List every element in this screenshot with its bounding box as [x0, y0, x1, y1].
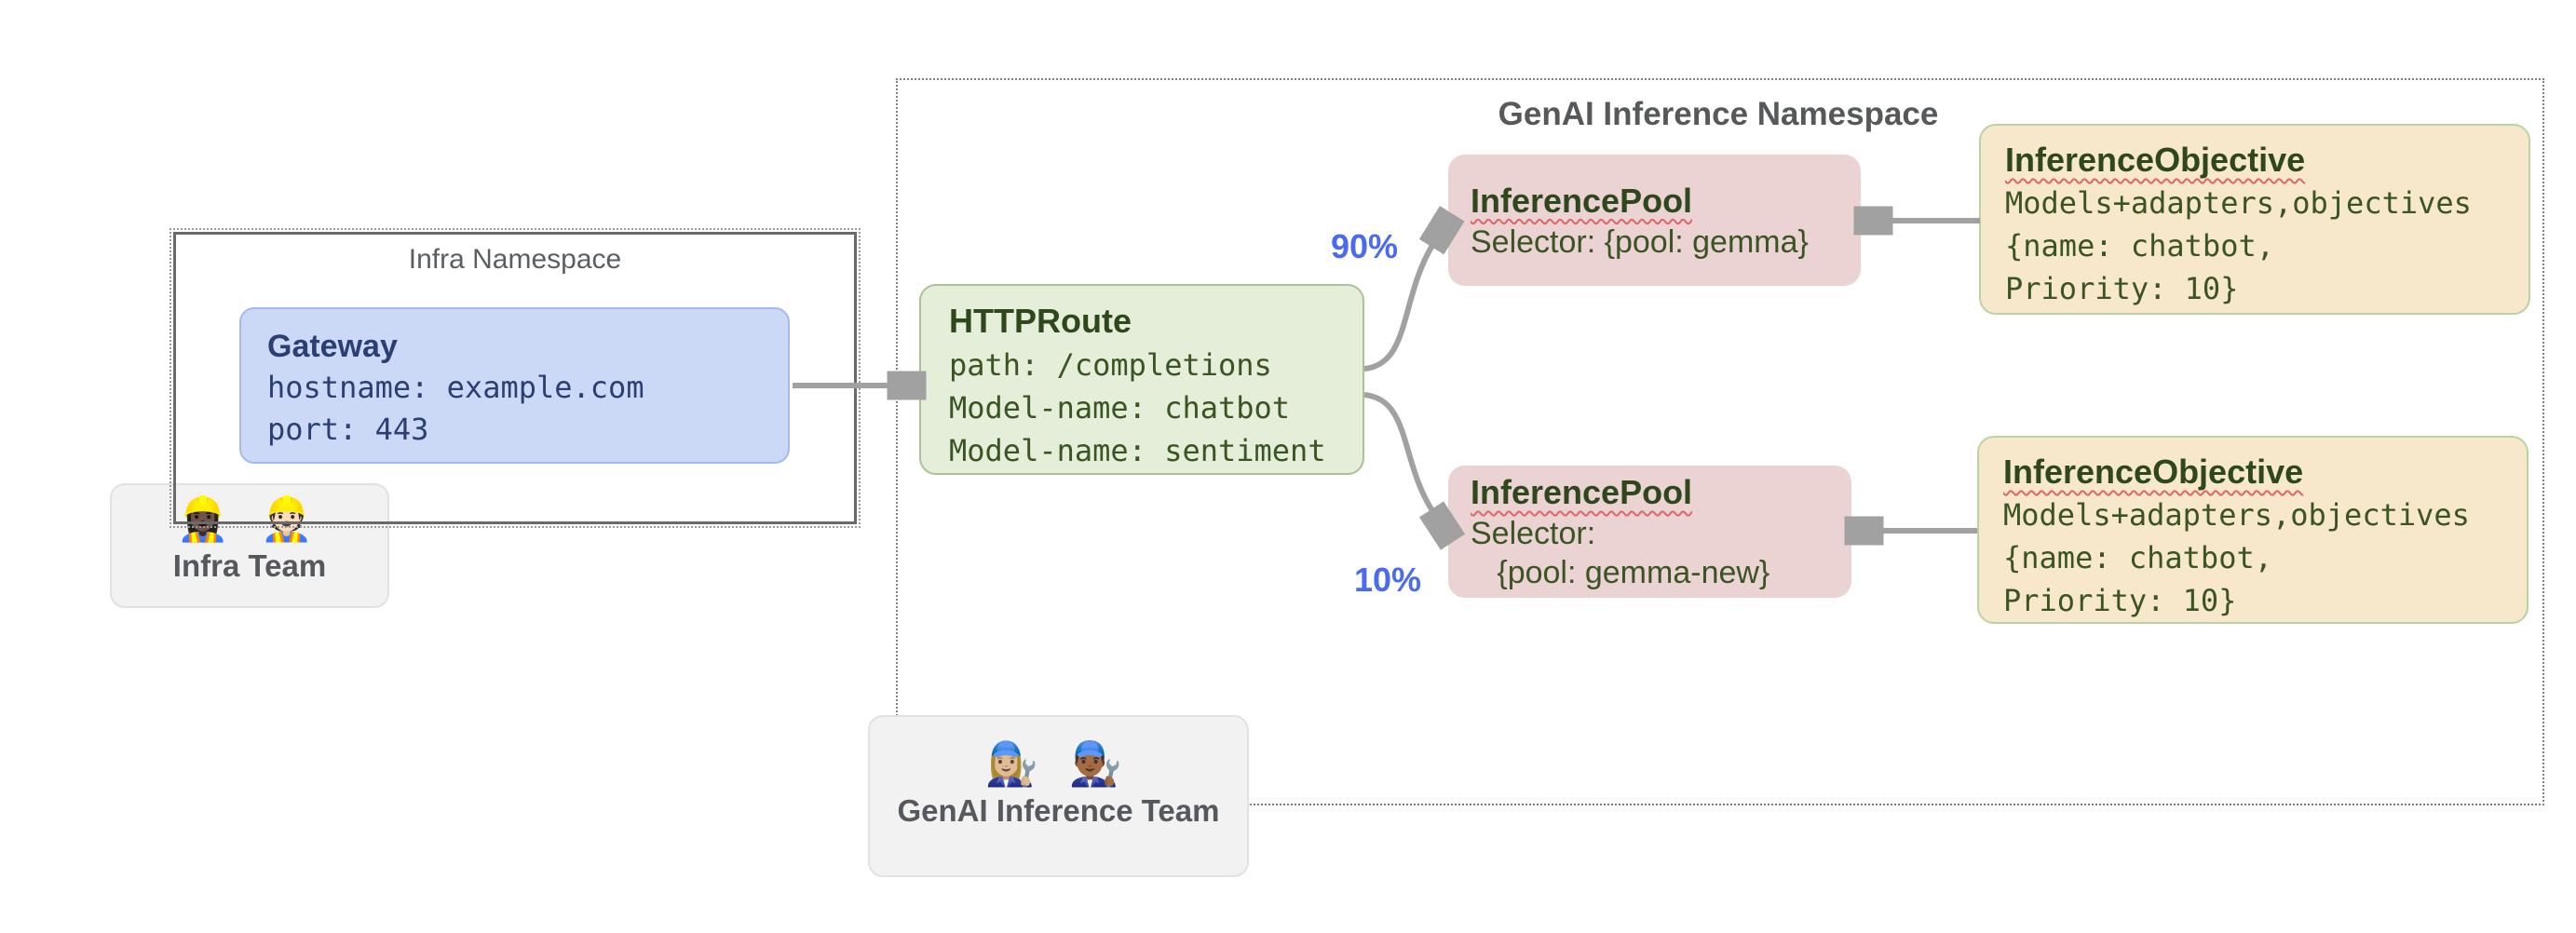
- infra-namespace-title: Infra Namespace: [408, 244, 622, 275]
- construction-worker-man-icon: 👷🏻: [260, 494, 323, 543]
- inference-objective-title: InferenceObjective: [2003, 453, 2304, 491]
- objective-models-line: Models+adapters,objectives: [2005, 185, 2472, 221]
- gateway-title: Gateway: [267, 329, 398, 364]
- httproute-path-line: path: /completions: [949, 347, 1272, 383]
- gateway-hostname-line: hostname: example.com: [267, 370, 644, 405]
- inference-objective-bottom-box: InferenceObjective Models+adapters,objec…: [1977, 436, 2529, 624]
- inference-pool-title: InferencePool: [1471, 473, 1693, 511]
- inference-objective-top-box: InferenceObjective Models+adapters,objec…: [1979, 124, 2530, 315]
- infra-team-card: 👷🏿‍♀️ 👷🏻 Infra Team: [110, 483, 389, 608]
- objective-models-line: Models+adapters,objectives: [2003, 497, 2470, 533]
- httproute-box: HTTPRoute path: /completions Model-name:…: [919, 284, 1364, 475]
- inference-pool-selector-line: Selector:: [1471, 516, 1596, 551]
- mechanic-woman-icon: 👩🏼‍🔧: [984, 739, 1049, 788]
- mechanic-man-icon: 👨🏾‍🔧: [1068, 739, 1132, 788]
- inference-pool-selector-value-line: {pool: gemma-new}: [1471, 555, 1770, 590]
- inference-pool-title: InferencePool: [1471, 181, 1693, 220]
- traffic-weight-10: 10%: [1353, 561, 1422, 599]
- genai-team-label: GenAI Inference Team: [897, 793, 1220, 828]
- objective-name-line: {name: chatbot,: [2005, 228, 2274, 264]
- infra-team-label: Infra Team: [172, 548, 327, 583]
- objective-priority-line: Priority: 10}: [2005, 271, 2239, 306]
- gateway-box: Gateway hostname: example.com port: 443: [239, 307, 790, 464]
- genai-namespace-title: GenAI Inference Namespace: [1498, 96, 1939, 132]
- inference-pool-gemma-box: InferencePool Selector: {pool: gemma}: [1448, 155, 1861, 286]
- objective-priority-line: Priority: 10}: [2003, 583, 2237, 618]
- construction-worker-woman-icon: 👷🏿‍♀️: [176, 494, 239, 543]
- infra-team-emojis: 👷🏿‍♀️ 👷🏻: [112, 493, 387, 545]
- genai-namespace-boundary: [896, 78, 2544, 805]
- gateway-port-line: port: 443: [267, 412, 429, 447]
- objective-name-line: {name: chatbot,: [2003, 540, 2272, 575]
- genai-team-card: 👩🏼‍🔧 👨🏾‍🔧 GenAI Inference Team: [868, 715, 1249, 877]
- genai-team-emojis: 👩🏼‍🔧 👨🏾‍🔧: [870, 737, 1247, 790]
- inference-pool-selector-line: Selector: {pool: gemma}: [1471, 223, 1809, 260]
- httproute-model-chatbot-line: Model-name: chatbot: [949, 390, 1291, 426]
- httproute-title: HTTPRoute: [949, 302, 1132, 340]
- traffic-weight-90: 90%: [1330, 227, 1399, 265]
- inference-pool-gemma-new-box: InferencePool Selector: {pool: gemma-new…: [1448, 466, 1851, 598]
- inference-objective-title: InferenceObjective: [2005, 141, 2306, 179]
- httproute-model-sentiment-line: Model-name: sentiment: [949, 433, 1326, 468]
